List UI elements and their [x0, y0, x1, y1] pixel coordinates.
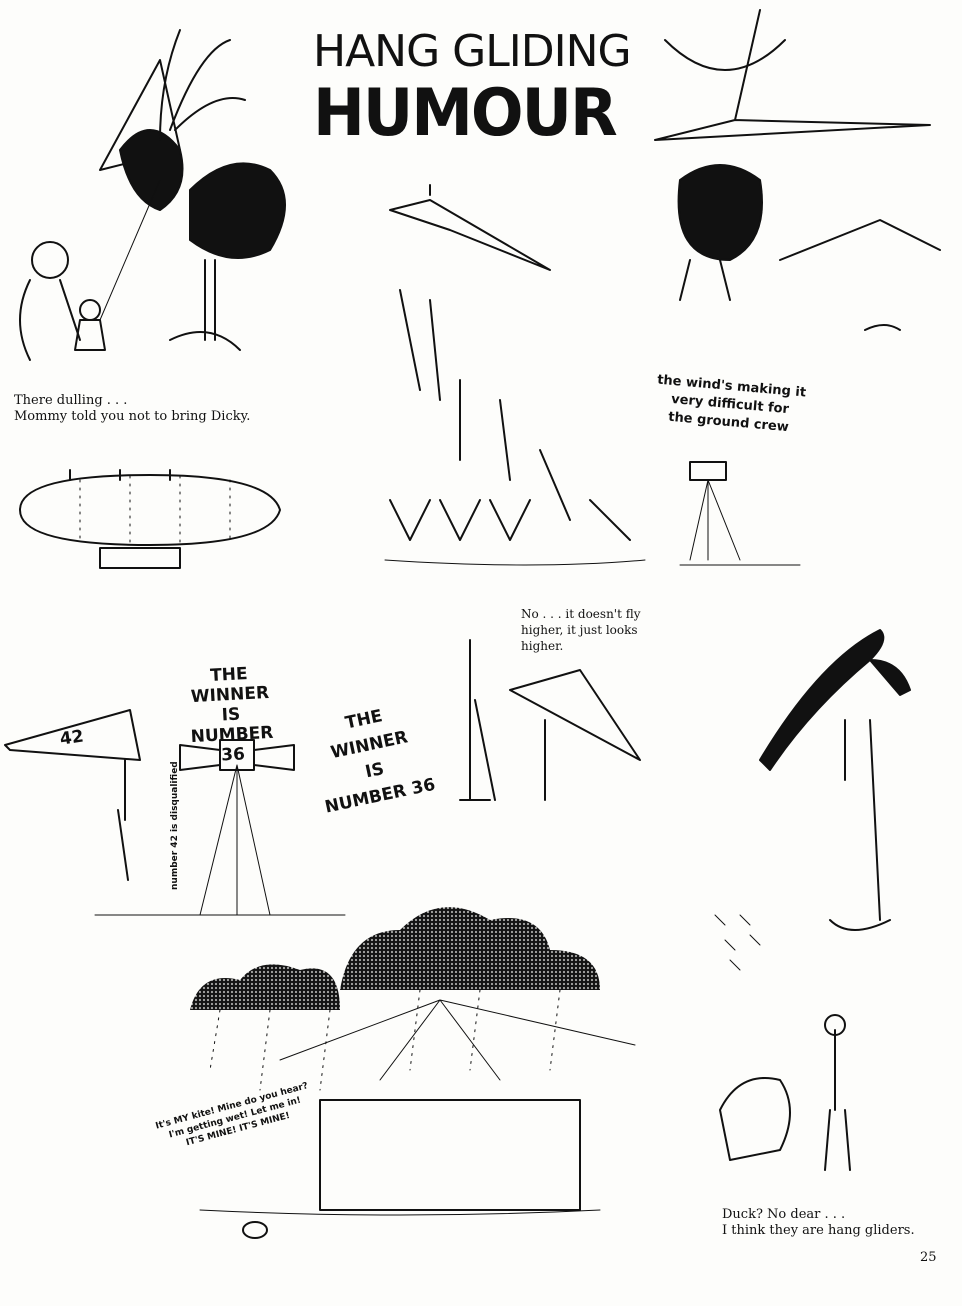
winner-loudspeaker-cartoon [4, 709, 346, 916]
fly-higher-cartoon [459, 639, 641, 801]
airship-cartoon [19, 469, 281, 569]
tree-branch-cartoon [714, 629, 911, 971]
announcement-line: THE WINNER [190, 664, 270, 708]
disqualified-note: number 42 is disqualified [170, 761, 180, 890]
caption-line: Mommy told you not to bring Dicky. [14, 409, 251, 424]
duck-caption: Duck? No dear . . . I think they are han… [722, 1207, 915, 1239]
title-line-2: HUMOUR [313, 74, 618, 151]
caption-line: I think they are hang gliders. [722, 1223, 915, 1238]
dicky-caption: There dulling . . . Mommy told you not t… [14, 393, 250, 425]
announcement-line: NUMBER 36 [190, 722, 274, 766]
ostrich-glider-cartoon [19, 29, 286, 361]
caption-line: There dulling . . . [14, 393, 128, 408]
windsock-loudspeaker-cartoon [679, 461, 801, 566]
glider-number: 42 [58, 726, 85, 750]
winner-announcement-left: THE WINNER IS NUMBER 36 [173, 662, 288, 768]
title-line-1: HANG GLIDING [313, 26, 632, 77]
duck-couple-cartoon [719, 1014, 851, 1171]
caption-line: higher. [521, 639, 564, 653]
people-chain-glider-cartoon [384, 184, 646, 566]
page-number: 25 [920, 1250, 937, 1265]
caption-line: Duck? No dear . . . [722, 1207, 846, 1222]
fly-higher-caption: No . . . it doesn't fly higher, it just … [521, 606, 641, 654]
caption-line: higher, it just looks [521, 623, 638, 637]
caption-line: No . . . it doesn't fly [521, 607, 641, 621]
rain-cloud-cartoon [190, 907, 636, 1239]
big-glider-cartoon [654, 9, 941, 331]
